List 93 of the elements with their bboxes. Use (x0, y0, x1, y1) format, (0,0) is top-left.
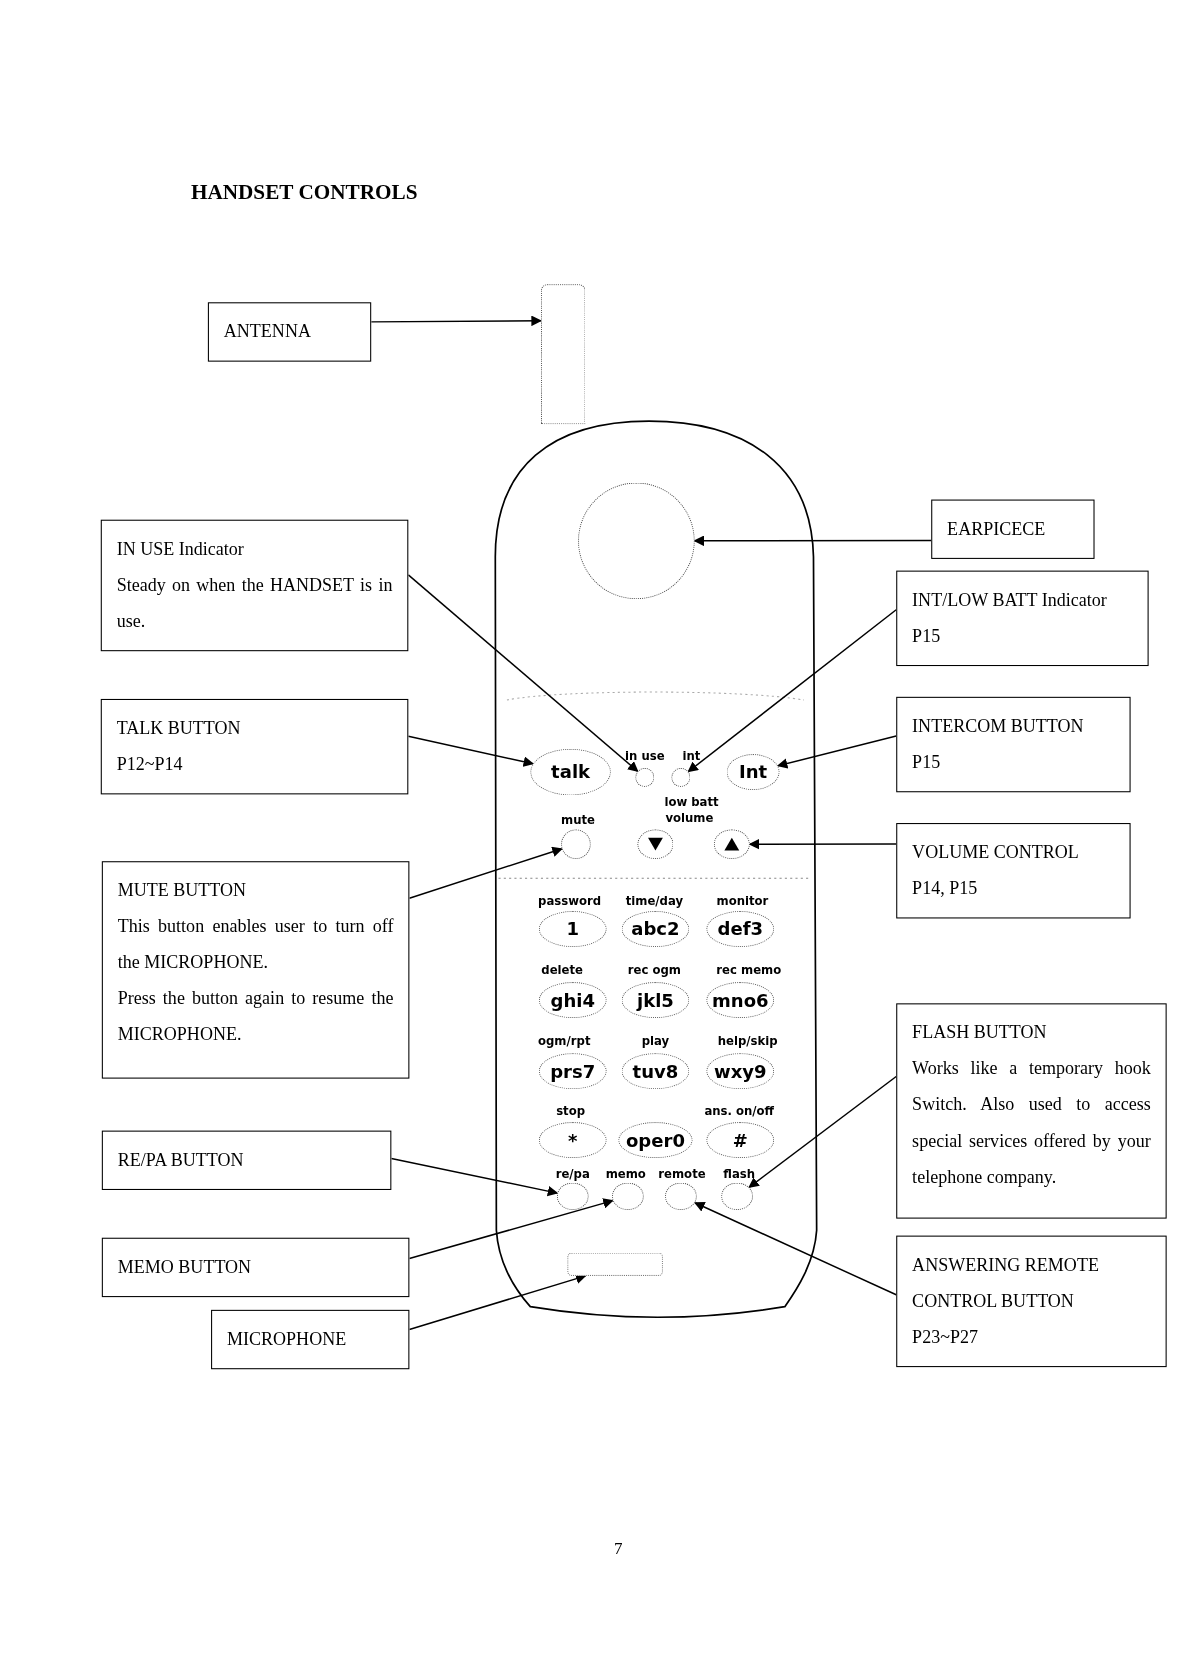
callout-heading: IN USE Indicator (116, 537, 245, 561)
leader-arrow (748, 838, 897, 850)
callout-text: P15 (912, 624, 942, 648)
callout-text: P14, P15 (912, 877, 979, 901)
callout-box (896, 570, 1149, 667)
keypad-key: wxy9 (706, 1053, 775, 1090)
keypad-key: prs7 (538, 1053, 607, 1090)
antenna (540, 284, 586, 425)
callout-heading: INTERCOM BUTTON (912, 714, 1085, 739)
callout-box (101, 1130, 392, 1190)
key-caption: password (538, 894, 602, 909)
callout-heading: ANTENNA (223, 320, 312, 344)
callout-box (100, 519, 409, 652)
leader-arrow (390, 1157, 559, 1197)
callout-heading: MEMO BUTTON (117, 1255, 253, 1279)
volume-down-button (637, 829, 674, 860)
leader-arrow (408, 1198, 614, 1260)
leader-arrow (748, 1075, 897, 1189)
page-number: 7 (614, 1538, 623, 1558)
keypad-key: jkl5 (621, 982, 690, 1019)
callout-box (896, 696, 1131, 793)
key-caption: ogm/rpt (538, 1034, 591, 1049)
leader-arrow (693, 1201, 897, 1296)
leader-arrow (408, 846, 563, 899)
callout-text: P12~P14 (116, 753, 184, 777)
callout-text: Works like a temporary hook Switch. Also used to access special services offered by your telephone company. (912, 1057, 1151, 1189)
keypad-key: abc2 (621, 911, 690, 948)
key-caption: in use (625, 749, 665, 764)
key-caption: volume (665, 811, 714, 826)
key-caption: flash (723, 1167, 756, 1181)
key-caption: help/skip (717, 1034, 778, 1049)
key-caption: play (641, 1034, 670, 1049)
keypad-key: ghi4 (538, 982, 607, 1019)
callout-heading: MICROPHONE (226, 1327, 348, 1352)
callout-box (896, 823, 1131, 919)
callout-heading: EARPICECE (947, 517, 1047, 541)
callout-heading: RE/PA BUTTON (117, 1148, 245, 1172)
callout-box (211, 1309, 410, 1370)
keypad-key: * (538, 1122, 607, 1159)
leader-arrow (370, 315, 542, 327)
keypad-key: # (706, 1122, 775, 1159)
key-caption: rec memo (716, 963, 782, 978)
indicator-light (635, 767, 655, 787)
key-caption: ans. on/off (704, 1104, 775, 1119)
talk-button: talk (530, 748, 611, 796)
microphone-grille (567, 1252, 663, 1276)
indicator-light (671, 767, 691, 787)
callout-heading: TALK BUTTON (116, 717, 242, 741)
callout-text: Steady on when the HANDSET is in use. (116, 573, 393, 634)
leader-arrow (693, 535, 932, 547)
remote-button (556, 1182, 589, 1211)
key-caption: int (682, 749, 701, 764)
callout-heading: VOLUME CONTROL (912, 841, 1080, 865)
callout-text: P15 (912, 750, 942, 775)
callout-text: P23~P27 (912, 1325, 979, 1349)
key-caption: stop (556, 1104, 586, 1119)
key-caption: rec ogm (627, 963, 681, 978)
callout-text: This button enables user to turn off the MICROPHONE. (117, 915, 394, 975)
leader-arrow (776, 735, 897, 769)
key-caption: low batt (664, 794, 719, 809)
key-caption: mute (561, 812, 595, 827)
callout-heading: MUTE BUTTON (117, 879, 248, 903)
key-caption: delete (541, 963, 583, 978)
remote-button (665, 1182, 697, 1211)
mute-button (561, 829, 591, 860)
callout-text: Press the button again to resume the MICROPHONE. (117, 987, 394, 1047)
callout-box (207, 302, 372, 362)
callout-box (896, 1003, 1167, 1219)
keypad-key: tuv8 (621, 1053, 690, 1090)
keypad-key: 1 (538, 911, 607, 948)
key-caption: time/day (625, 894, 684, 909)
callout-box (100, 698, 409, 795)
volume-up-button (713, 829, 750, 860)
keypad-key: def3 (706, 911, 775, 948)
page-title: HANDSET CONTROLS (190, 180, 418, 205)
key-caption: memo (605, 1167, 646, 1181)
callout-heading: INT/LOW BATT Indicator (912, 588, 1108, 612)
key-caption: remote (658, 1167, 706, 1181)
remote-button (721, 1182, 754, 1211)
intercom-button: Int (726, 754, 780, 791)
key-caption: monitor (716, 894, 769, 909)
leader-arrow (407, 574, 639, 773)
callout-box (101, 861, 410, 1079)
callout-box (896, 1235, 1167, 1368)
callout-box (931, 499, 1095, 559)
keypad-key: mno6 (706, 982, 775, 1019)
key-caption: re/pa (555, 1167, 590, 1181)
callout-box (101, 1237, 410, 1298)
callout-heading: ANSWERING REMOTE CONTROL BUTTON (912, 1253, 1100, 1313)
keypad-key: oper0 (618, 1122, 693, 1159)
leader-arrow (687, 609, 897, 773)
callout-heading: FLASH BUTTON (912, 1021, 1048, 1045)
remote-button (611, 1182, 644, 1211)
